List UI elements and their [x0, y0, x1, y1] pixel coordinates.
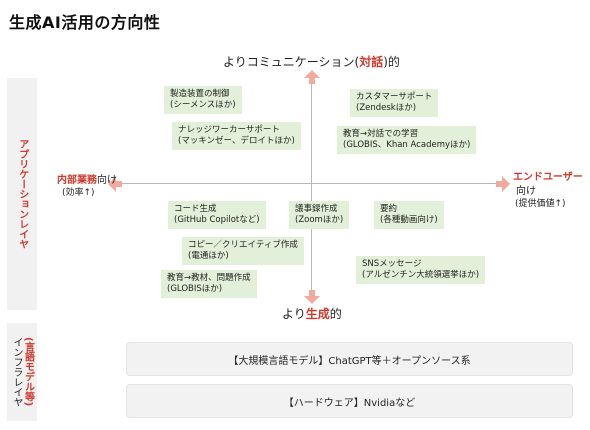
application-layer-label: アプリケーションレイヤ — [16, 139, 28, 249]
infra-layer-label: インフラレイヤ — [11, 337, 22, 407]
axis-right-suffix: 向け — [516, 186, 536, 197]
arrow-down-icon — [304, 290, 320, 304]
infra-llm-box: 【大規模言語モデル】ChatGPT等＋オープンソース系 — [126, 342, 573, 376]
use-case-card: コード生成(GitHub Copilotなど) — [168, 201, 266, 230]
axis-top-label: よりコミュニケーション(対話)的 — [223, 55, 400, 69]
axis-left-label: 内部業務向け — [57, 175, 117, 186]
page-title: 生成AI活用の方向性 — [9, 13, 161, 32]
vertical-axis — [311, 78, 312, 296]
infra-layer-sublabel: (言語モデル等) — [22, 337, 34, 407]
use-case-card: 議事録作成(Zoomほか) — [289, 201, 350, 230]
application-layer-band: アプリケーションレイヤ — [7, 78, 37, 310]
axis-bottom-label: より生成的 — [282, 307, 342, 321]
axis-right-label: エンドユーザー — [513, 172, 583, 183]
axis-right-sublabel: (提供価値↑) — [515, 199, 566, 209]
infra-hardware-box: 【ハードウェア】Nvidiaなど — [126, 384, 573, 418]
arrow-up-icon — [304, 70, 320, 84]
axis-left-sublabel: (効率↑) — [62, 188, 95, 198]
arrow-left-icon — [108, 176, 122, 192]
arrow-right-icon — [496, 176, 510, 192]
horizontal-axis — [120, 183, 510, 184]
use-case-card: コピー／クリエイティブ作成(電通ほか) — [182, 237, 304, 266]
use-case-card: SNSメッセージ(アルゼンチン大統領選挙ほか) — [356, 256, 486, 285]
use-case-card: 要約(各種動画向け) — [374, 201, 444, 230]
use-case-card: 教育→教材、問題作成(GLOBISほか) — [161, 270, 257, 299]
use-case-card: 教育→対話での学習(GLOBIS、Khan Academyほか) — [337, 126, 477, 155]
use-case-card: ナレッジワーカーサポート(マッキンゼー、デロイトほか) — [172, 122, 301, 151]
infra-layer-band: インフラレイヤ (言語モデル等) — [7, 323, 37, 421]
use-case-card: カスタマーサポート(Zendeskほか) — [350, 89, 439, 118]
use-case-card: 製造装置の制御(シーメンスほか) — [164, 86, 242, 115]
